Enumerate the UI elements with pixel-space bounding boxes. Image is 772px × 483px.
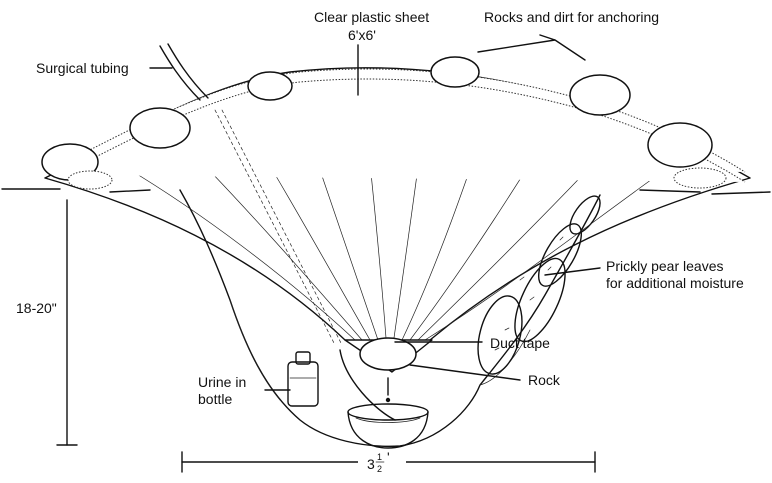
width-label-frac-num: 1 <box>377 452 382 462</box>
urine-bottle <box>288 352 318 406</box>
rock-label: Rock <box>528 372 561 388</box>
prickly-pear-label-line1: Prickly pear leaves <box>606 258 724 274</box>
ground-surface <box>2 189 770 194</box>
water-drop <box>386 398 390 402</box>
width-label-unit: ' <box>387 449 390 465</box>
urine-label-line2: bottle <box>198 391 232 407</box>
collection-bowl <box>348 404 428 448</box>
sheet-title-label: Clear plastic sheet <box>314 9 429 25</box>
width-label-whole: 3 <box>367 456 375 472</box>
weight-rock <box>360 338 416 370</box>
depth-dimension <box>57 200 77 445</box>
urine-label-line1: Urine in <box>198 374 246 390</box>
pit-outline <box>180 190 600 446</box>
depth-label: 18-20" <box>16 300 57 316</box>
sheet-size-label: 6'x6' <box>348 27 376 43</box>
surgical-tubing-label: Surgical tubing <box>36 60 129 76</box>
prickly-pear-label-line2: for additional moisture <box>606 275 744 291</box>
width-label-frac-den: 2 <box>377 464 382 474</box>
rocks-dirt-label: Rocks and dirt for anchoring <box>484 9 659 25</box>
duct-tape-label: Duct tape <box>490 335 550 351</box>
